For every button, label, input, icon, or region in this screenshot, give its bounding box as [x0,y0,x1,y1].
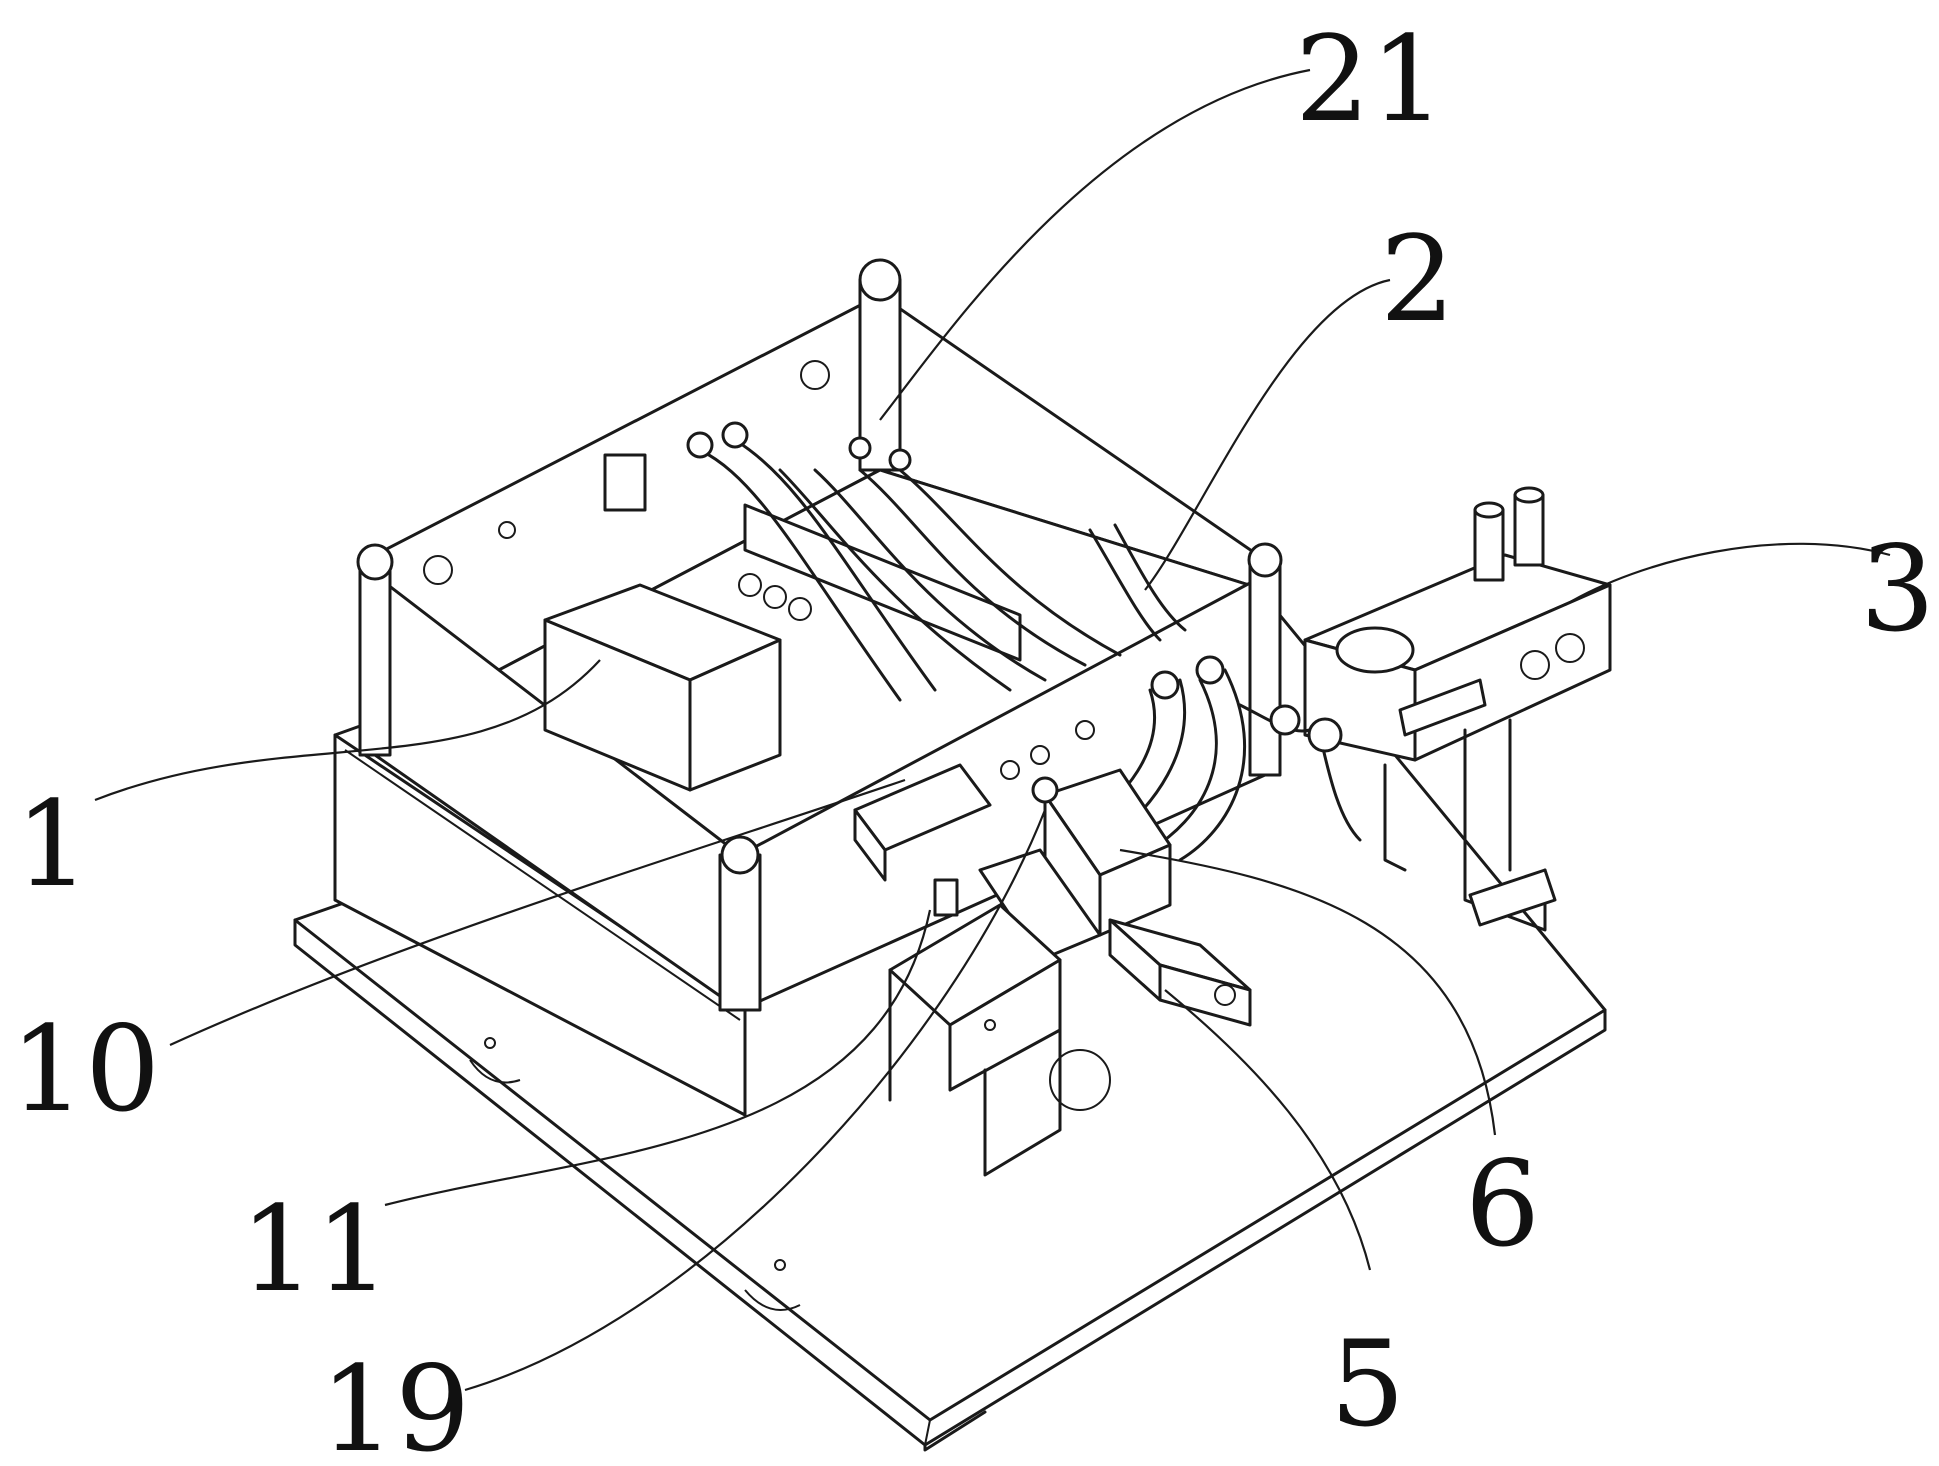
callout-21: 21 [1295,10,1445,148]
leader-19 [464,809,1047,1392]
leader-5 [1164,989,1372,1271]
callout-1: 1 [15,775,90,913]
leader-11 [384,909,932,1207]
hose-bundle [686,421,1247,862]
support-bracket [888,903,1062,1177]
leader-3 [1564,542,1891,606]
right-unit [1238,486,1612,932]
front-block [978,768,1172,962]
callout-labels: 21 2 3 1 10 11 19 6 5 [10,10,1935,1466]
leader-lines [94,68,1891,1392]
valve-assembly [853,763,1059,917]
callout-5: 5 [1330,1315,1405,1453]
callout-3: 3 [1860,520,1935,658]
leader-2 [1144,278,1391,591]
air-cylinder [1108,918,1252,1027]
callout-11: 11 [240,1180,390,1318]
callout-10: 10 [10,1000,160,1138]
callout-19: 19 [320,1340,470,1466]
callout-2: 2 [1380,210,1455,348]
internal-block [543,583,782,792]
callout-6: 6 [1465,1135,1540,1273]
leader-10 [169,778,906,1047]
leader-21 [879,68,1311,421]
leader-6 [1119,848,1497,1136]
leader-1 [94,659,601,802]
